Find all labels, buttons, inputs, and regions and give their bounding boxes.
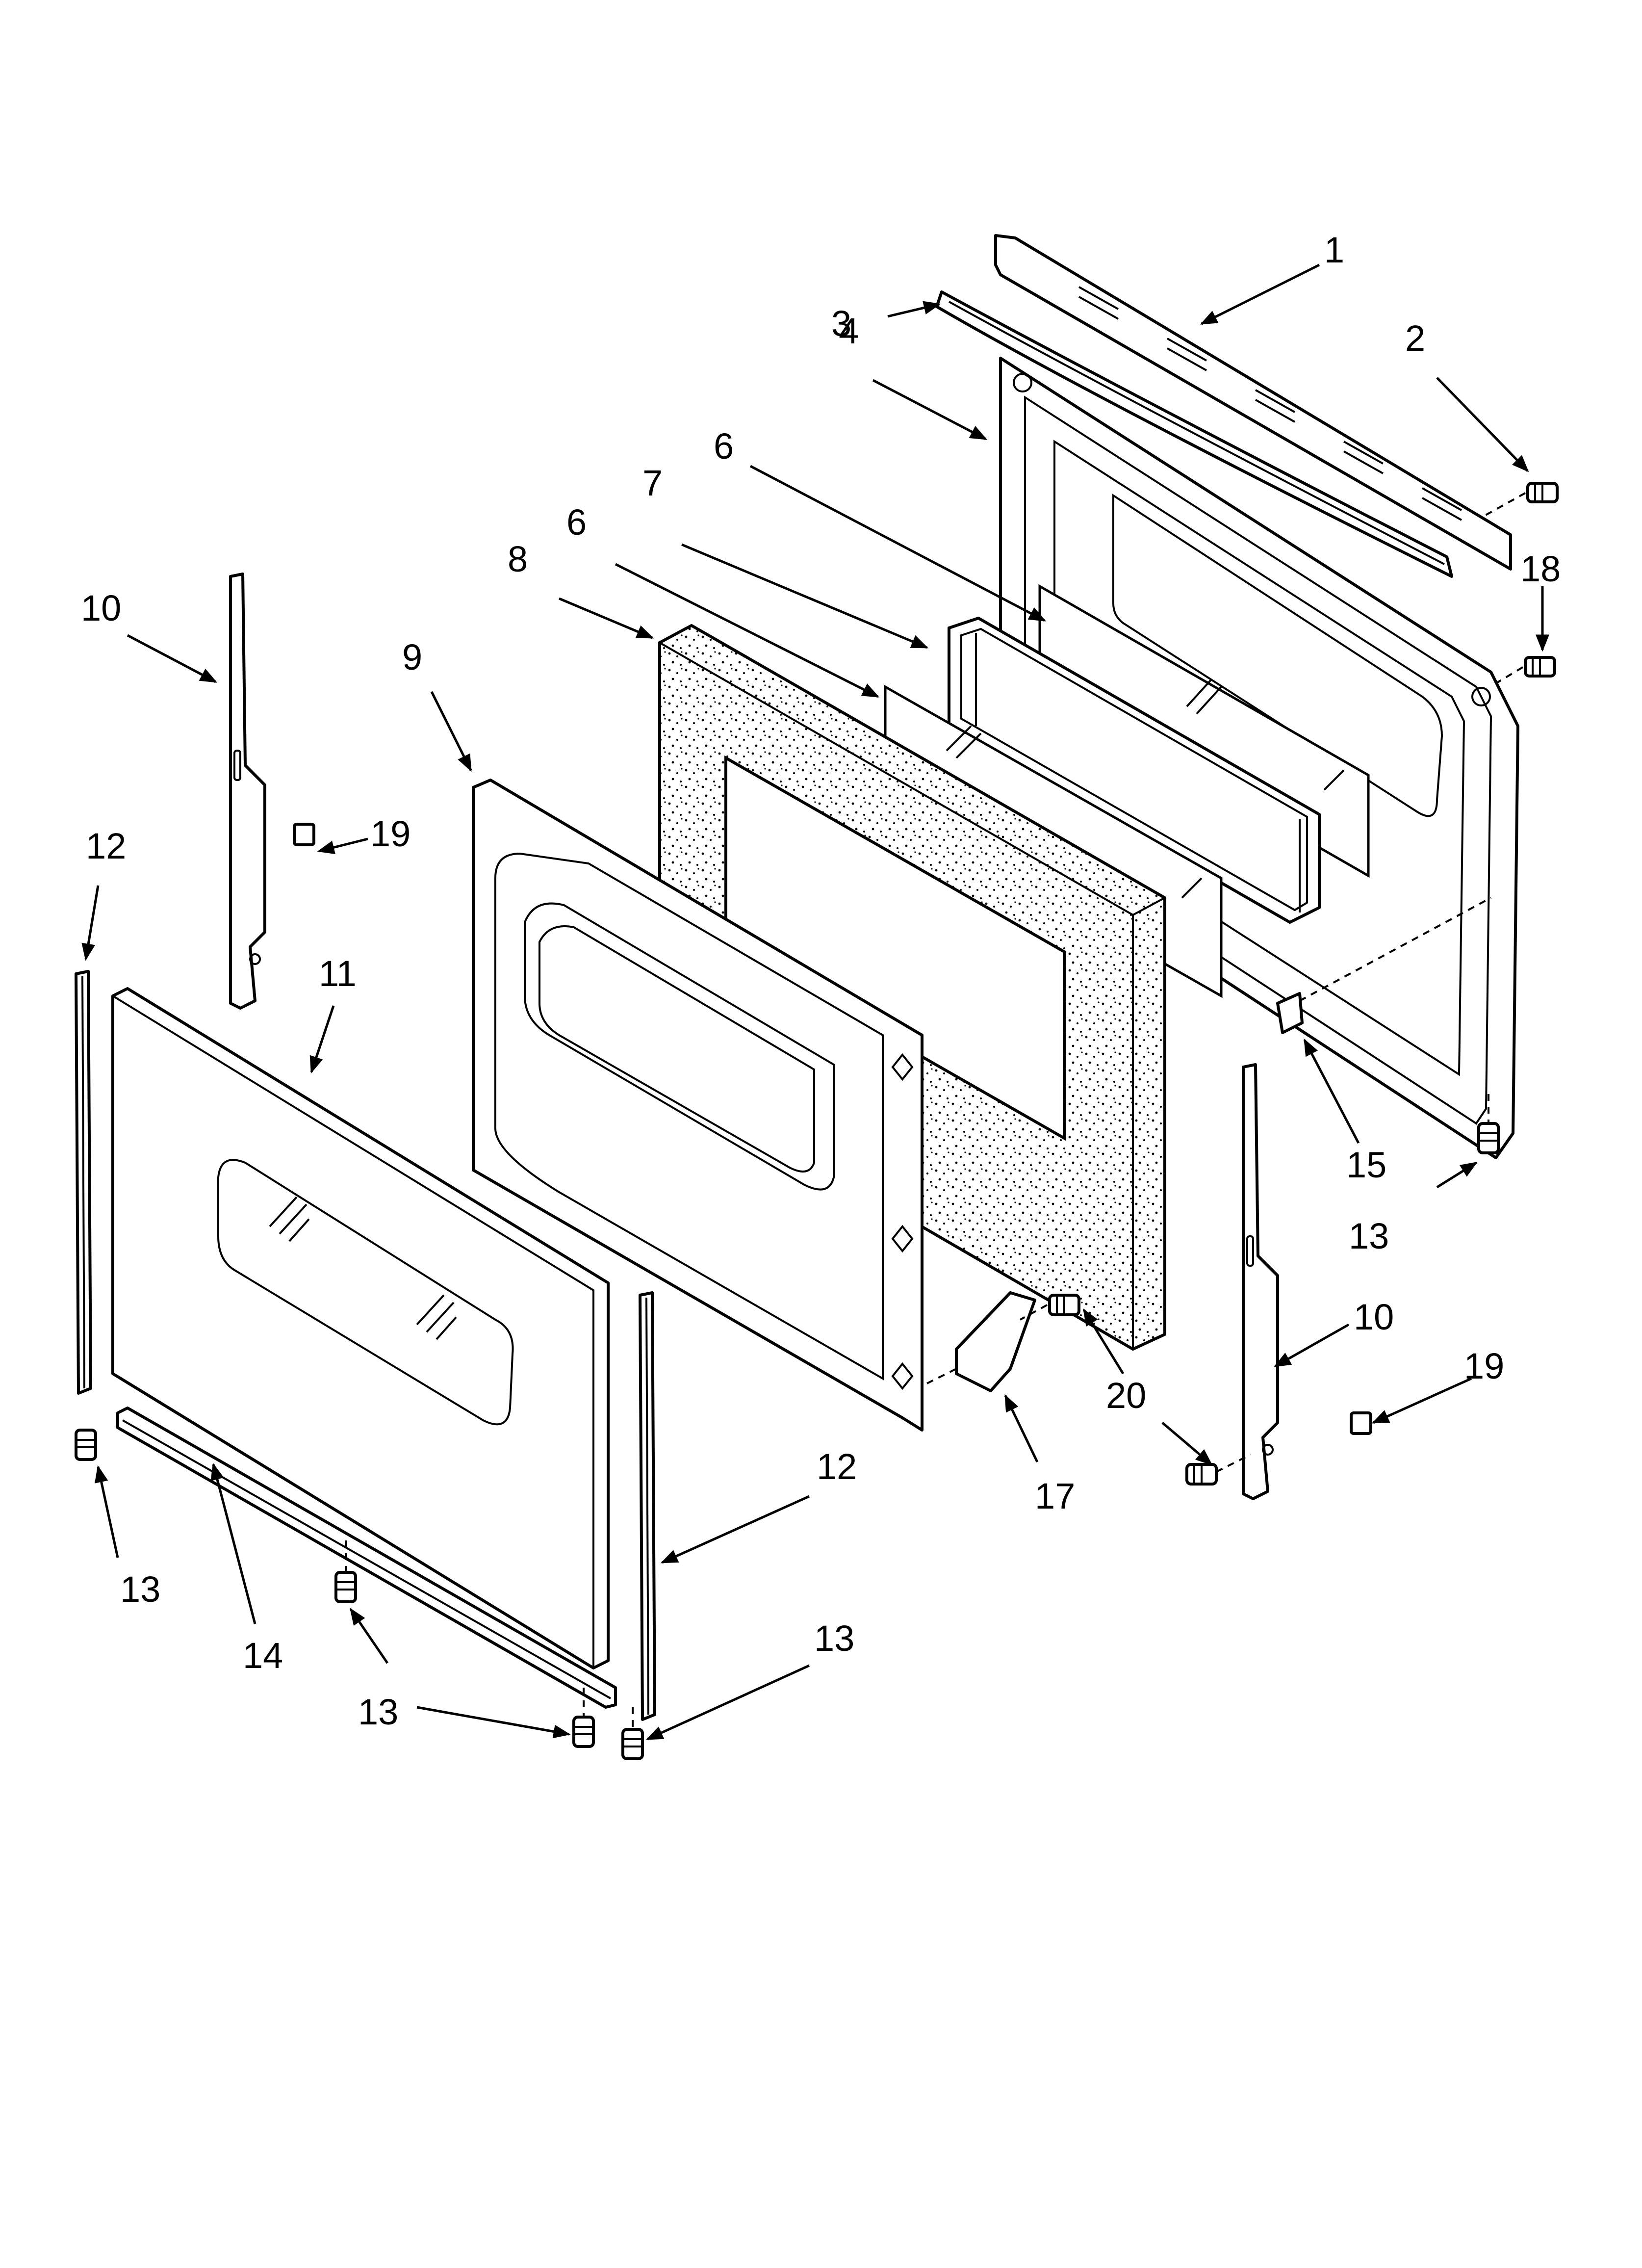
- callout-13-left: 13: [120, 1569, 160, 1610]
- callout-14: 14: [243, 1635, 283, 1676]
- callout-1: 1: [1324, 230, 1344, 270]
- part-1-door-vent-trim: [994, 234, 1512, 571]
- callout-labels: 1 2 3 4 6 7 6 8 9 10 12 19 11 18 15 13 1…: [81, 230, 1561, 1732]
- part-14-bottom-door-trim: [116, 1407, 617, 1709]
- part-13-screw-bottom: [572, 1688, 595, 1748]
- part-19-clip-right: [1350, 1411, 1372, 1435]
- callout-19-left: 19: [370, 813, 410, 854]
- part-3-door-handle: [935, 290, 1453, 578]
- callout-13-right: 13: [1349, 1216, 1389, 1256]
- callout-19-right: 19: [1464, 1346, 1504, 1386]
- part-13-screw-center: [334, 1540, 357, 1603]
- callout-10-left: 10: [81, 588, 121, 628]
- part-13-screw-right: [1477, 1094, 1500, 1154]
- callout-15: 15: [1346, 1145, 1386, 1185]
- part-12-side-trim-right: [639, 1291, 656, 1721]
- part-9-door-liner: [472, 779, 924, 1432]
- part-10-hinge-channel-right: [1242, 1063, 1279, 1500]
- part-8-door-insulation: [658, 624, 1166, 1351]
- callout-13-center: 13: [358, 1692, 398, 1732]
- part-13-screw-right-trim: [621, 1707, 644, 1760]
- callout-13-bottom-right: 13: [814, 1618, 854, 1659]
- callout-18: 18: [1520, 548, 1561, 589]
- part-2-screw: [1481, 482, 1559, 519]
- callout-6-upper: 6: [714, 426, 734, 467]
- callout-17: 17: [1035, 1476, 1075, 1516]
- callout-3: 3: [831, 303, 851, 344]
- callout-2: 2: [1405, 318, 1425, 359]
- callout-6-lower: 6: [566, 502, 587, 543]
- callout-4: 4: [839, 311, 859, 351]
- part-12-side-trim-left: [75, 970, 92, 1395]
- part-19-clip-left: [293, 823, 315, 846]
- part-10-hinge-channel-left: [229, 573, 266, 1010]
- callout-7: 7: [642, 463, 663, 503]
- callout-8: 8: [508, 539, 528, 579]
- callout-9: 9: [402, 637, 422, 678]
- callout-12-right: 12: [817, 1446, 857, 1487]
- part-20-screw-lower: [1185, 1454, 1251, 1486]
- part-17-bracket: [926, 1291, 1036, 1392]
- callout-12-left: 12: [86, 826, 126, 866]
- callout-10-right: 10: [1354, 1297, 1394, 1337]
- part-13-screw-left: [75, 1429, 97, 1461]
- part-18-screw: [1485, 656, 1556, 690]
- part-15-clip: [1276, 897, 1491, 1034]
- leader-lines: [81, 263, 1549, 1741]
- callout-20: 20: [1106, 1375, 1146, 1416]
- callout-11: 11: [319, 953, 357, 994]
- part-20-screw-upper: [1020, 1294, 1080, 1321]
- part-11-outer-door-panel: [111, 987, 610, 1669]
